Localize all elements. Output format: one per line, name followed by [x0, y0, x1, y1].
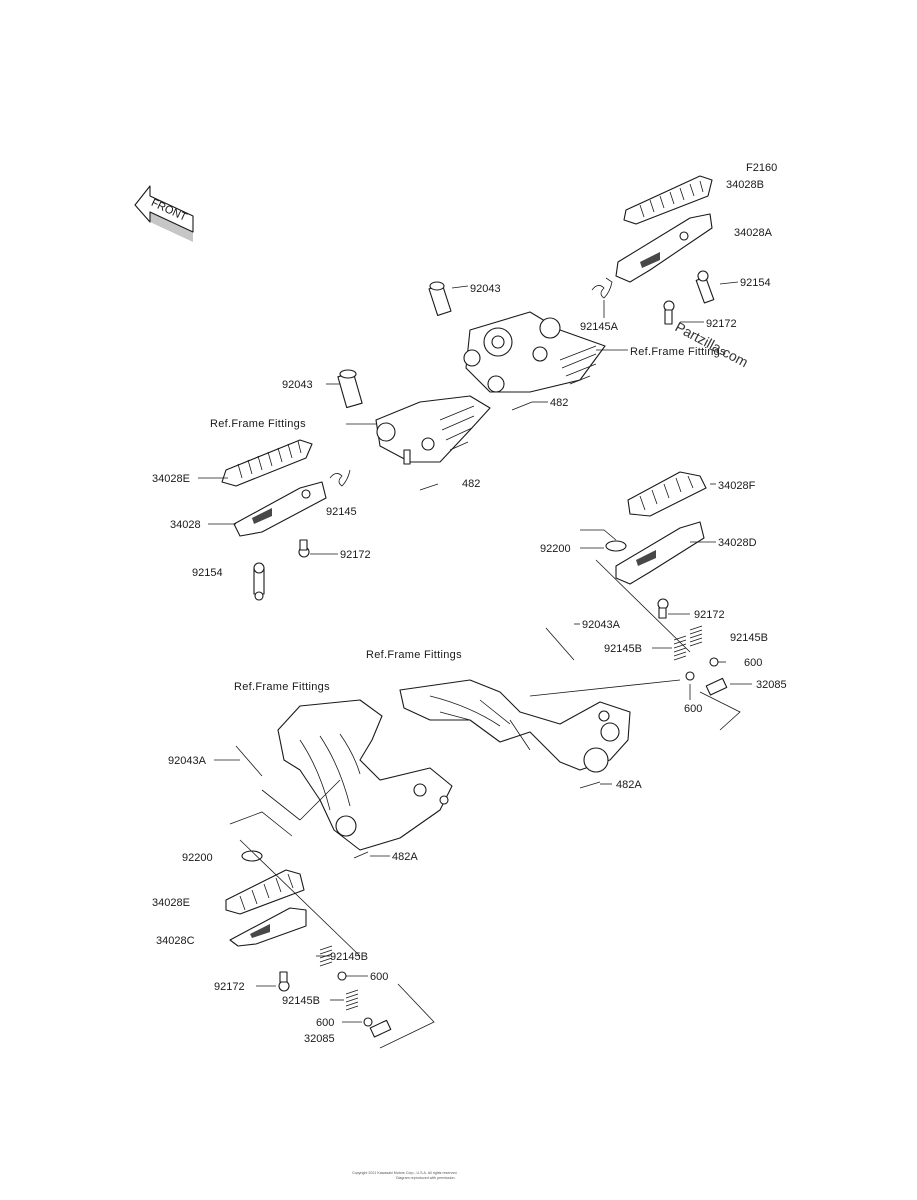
- diagram-code: F2160: [746, 162, 777, 174]
- label-92145a: 92145A: [580, 321, 619, 333]
- cotter-pin-482-mid: [511, 401, 533, 411]
- label-92043a-right: 92043A: [582, 619, 621, 631]
- label-92200-left: 92200: [182, 852, 213, 864]
- bolt-92172-right: [657, 598, 669, 619]
- ball-600-right2: [685, 671, 695, 681]
- bolt-92172-top: [663, 300, 675, 325]
- label-34028c: 34028C: [156, 935, 195, 947]
- label-92145b-low2: 92145B: [282, 995, 320, 1007]
- washer-92200-right: [605, 540, 627, 552]
- footpeg-34028: [233, 481, 327, 537]
- label-92154-left: 92154: [192, 567, 223, 579]
- label-482-left: 482: [462, 478, 480, 490]
- label-92043a-left: 92043A: [168, 755, 207, 767]
- front-arrow-icon: FRONT: [134, 185, 194, 242]
- washer-92200-left: [241, 850, 263, 862]
- plate-32085-low: [369, 1019, 392, 1038]
- ref-frame-fittings-upper: Ref.Frame Fittings: [630, 346, 726, 358]
- ref-frame-fittings-lower-right: Ref.Frame Fittings: [366, 649, 462, 661]
- passenger-bracket-right: [399, 679, 631, 789]
- frame-bracket-middle: [375, 395, 491, 465]
- label-600-right2: 600: [684, 703, 702, 715]
- label-92145: 92145: [326, 506, 357, 518]
- label-34028d: 34028D: [718, 537, 757, 549]
- label-482a-left: 482A: [392, 851, 418, 863]
- label-92172-top: 92172: [706, 318, 737, 330]
- label-92172-right: 92172: [694, 609, 725, 621]
- passenger-peg-left-group: [225, 850, 392, 1038]
- label-600-right: 600: [744, 657, 762, 669]
- label-482-mid: 482: [550, 397, 568, 409]
- bolt-92172-low: [278, 971, 290, 992]
- label-92172-left: 92172: [340, 549, 371, 561]
- footpeg-rubber-34028b: [623, 175, 713, 225]
- label-482a-right: 482A: [616, 779, 642, 791]
- label-600-low: 600: [370, 971, 388, 983]
- label-34028a: 34028A: [734, 227, 773, 239]
- label-34028: 34028: [170, 519, 201, 531]
- footpeg-bracket-34028a: [615, 213, 713, 283]
- label-34028e-low: 34028E: [152, 897, 190, 909]
- pin-92043a-left: [235, 745, 263, 777]
- footpeg-left-upper-group: [221, 369, 491, 601]
- ref-frame-fittings-lower-left: Ref.Frame Fittings: [234, 681, 330, 693]
- label-600-low2: 600: [316, 1017, 334, 1029]
- passenger-peg-right-group: [545, 471, 728, 696]
- label-92043-top: 92043: [470, 283, 501, 295]
- bolt-92172-left: [298, 539, 310, 558]
- plate-32085-right: [705, 677, 728, 696]
- label-32085-right: 32085: [756, 679, 787, 691]
- label-32085-low: 32085: [304, 1033, 335, 1045]
- footpeg-rubber-34028e-low: [225, 869, 305, 915]
- label-92145b-right: 92145B: [730, 632, 768, 644]
- pin-92043-top: [428, 281, 452, 317]
- pin-92043a-right: [545, 627, 575, 661]
- label-92154-top: 92154: [740, 277, 771, 289]
- spring-92145b-right: [673, 625, 703, 661]
- passenger-bracket-left: [235, 699, 453, 859]
- footer-line-2: Diagram reproduced with permission.: [396, 1176, 456, 1180]
- cotter-pin-482-left: [419, 483, 439, 491]
- frame-bracket-upper: [463, 311, 606, 393]
- footpeg-right-upper-group: [428, 175, 715, 411]
- label-34028e: 34028E: [152, 473, 190, 485]
- label-92145b-low: 92145B: [330, 951, 368, 963]
- ball-600-right: [709, 657, 719, 667]
- footpeg-rubber-34028f: [627, 471, 707, 517]
- label-92145b-right2: 92145B: [604, 643, 642, 655]
- label-92200-right: 92200: [540, 543, 571, 555]
- bolt-92154-top: [695, 270, 715, 304]
- ball-600-low2: [363, 1017, 373, 1027]
- label-92043-mid: 92043: [282, 379, 313, 391]
- leader-lines: [198, 281, 752, 1049]
- bolt-92154-left: [253, 562, 265, 601]
- footpeg-34028d: [615, 521, 705, 585]
- label-34028f: 34028F: [718, 480, 756, 492]
- footpeg-rubber-34028e: [221, 439, 313, 487]
- pin-92043-mid: [337, 369, 363, 409]
- spring-92145: [329, 469, 351, 487]
- footpeg-34028c: [229, 907, 307, 947]
- label-34028b: 34028B: [726, 179, 764, 191]
- spring-92145a: [591, 277, 613, 299]
- ball-600-low: [337, 971, 347, 981]
- ref-frame-fittings-middle: Ref.Frame Fittings: [210, 418, 306, 430]
- footer-line-1: Copyright 2021 Kawasaki Motors Corp., U.…: [352, 1171, 457, 1175]
- label-92172-low: 92172: [214, 981, 245, 993]
